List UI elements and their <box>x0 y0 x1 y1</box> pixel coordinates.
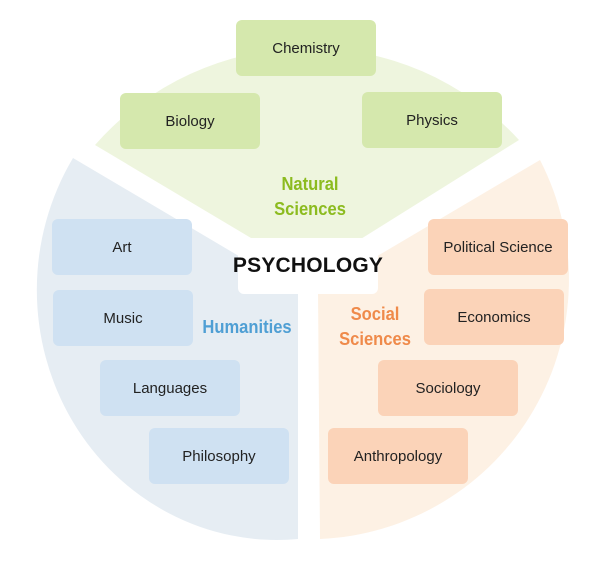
anthropology-label: Anthropology <box>353 447 443 465</box>
biology-box: Biology <box>120 93 260 149</box>
humanities-heading-text: Humanities <box>202 317 292 337</box>
social-sciences-heading-line2: Sciences <box>339 329 411 349</box>
philosophy-label: Philosophy <box>182 447 256 465</box>
music-label: Music <box>103 309 143 327</box>
sociology-box: Sociology <box>378 360 518 416</box>
languages-box: Languages <box>100 360 240 416</box>
economics-box: Economics <box>424 289 564 345</box>
psychology-center: PSYCHOLOGY <box>233 238 383 294</box>
chemistry-label: Chemistry <box>272 39 340 57</box>
physics-box: Physics <box>362 92 502 148</box>
chemistry-box: Chemistry <box>236 20 376 76</box>
art-box: Art <box>52 219 192 275</box>
music-box: Music <box>53 290 193 346</box>
psychology-label: PSYCHOLOGY <box>232 254 384 277</box>
natural-sciences-heading: Natural Sciences <box>259 172 360 222</box>
languages-label: Languages <box>132 379 208 397</box>
social-sciences-heading-line1: Social <box>350 304 400 324</box>
philosophy-box: Philosophy <box>149 428 289 484</box>
natural-sciences-heading-line1: Natural <box>281 174 339 194</box>
art-label: Art <box>112 238 132 256</box>
natural-sciences-heading-line2: Sciences <box>274 199 346 219</box>
humanities-heading: Humanities <box>196 315 297 340</box>
biology-label: Biology <box>165 112 215 130</box>
political-science-label: Political Science <box>443 238 553 256</box>
social-sciences-heading: Social Sciences <box>324 302 425 352</box>
physics-label: Physics <box>406 111 458 129</box>
sociology-label: Sociology <box>415 379 481 397</box>
political-science-box: Political Science <box>428 219 568 275</box>
anthropology-box: Anthropology <box>328 428 468 484</box>
economics-label: Economics <box>457 308 531 326</box>
